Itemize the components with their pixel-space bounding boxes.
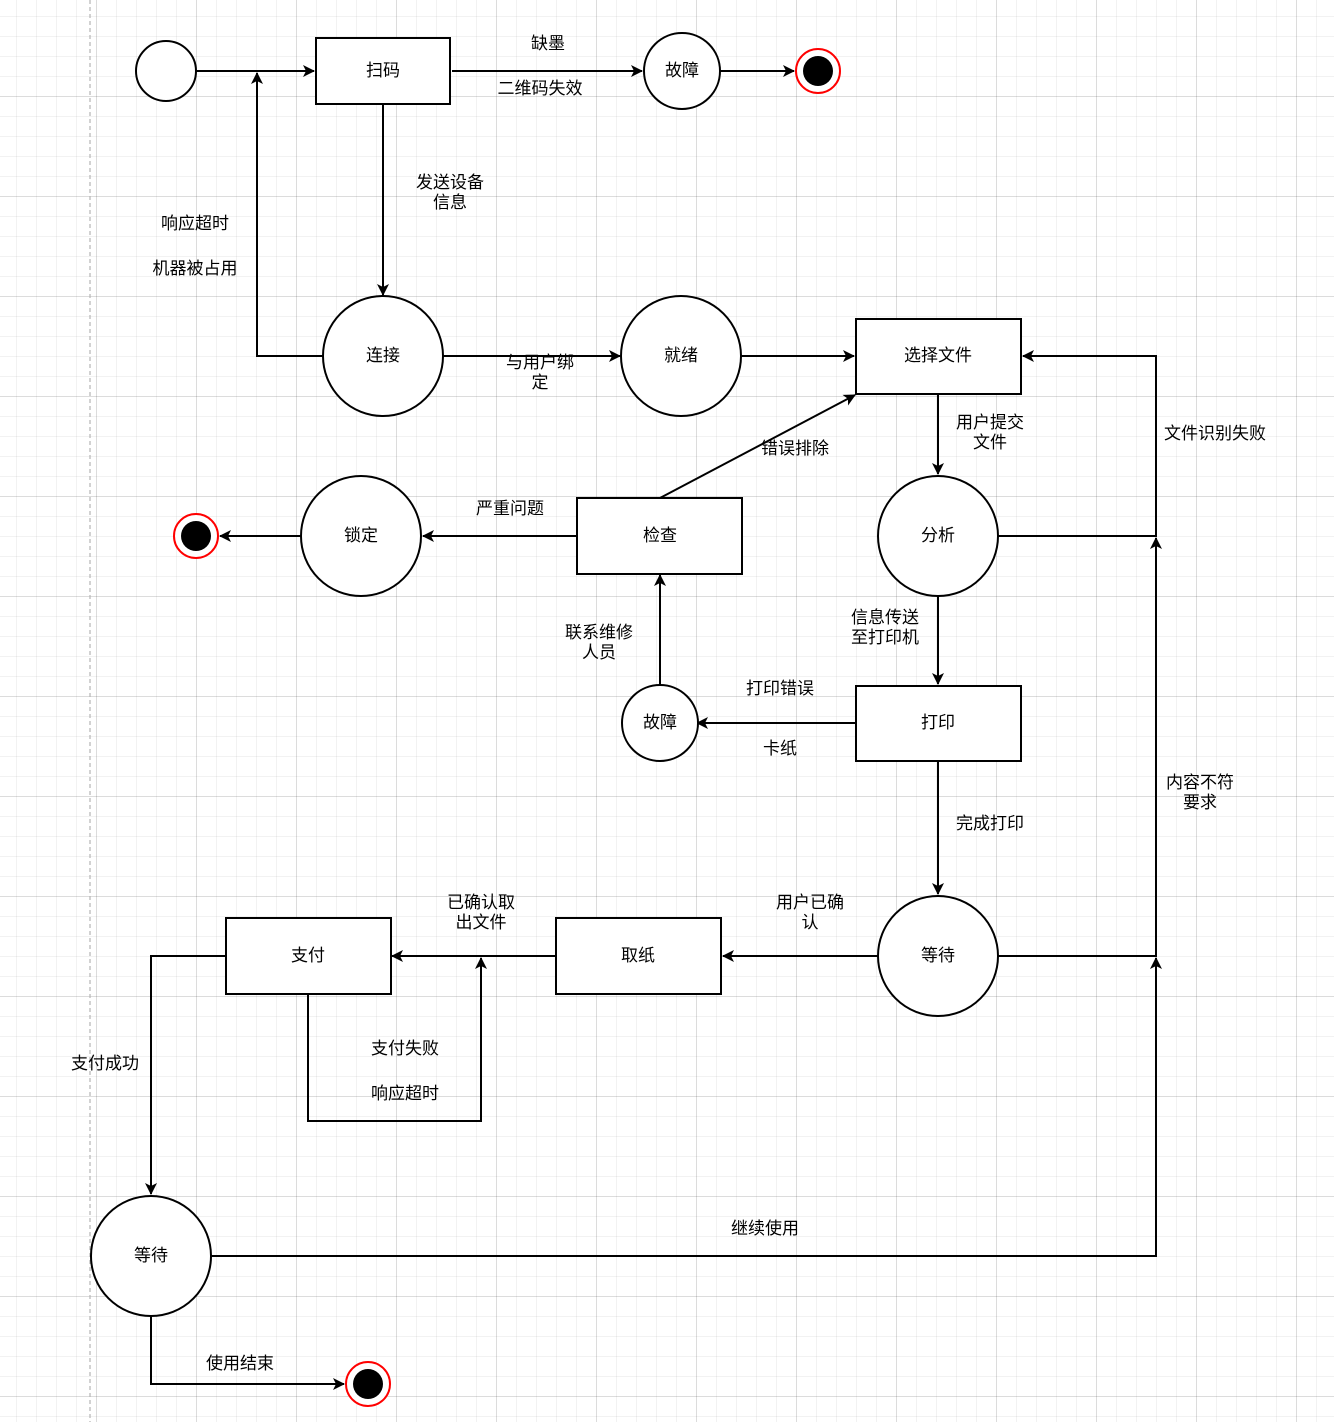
label-user-submit-file: 用户提交文件 bbox=[956, 413, 1024, 453]
state-connect[interactable]: 连接 bbox=[322, 295, 444, 417]
state-check[interactable]: 检查 bbox=[576, 497, 743, 575]
state-print[interactable]: 打印 bbox=[855, 685, 1022, 762]
state-wait-bottom[interactable]: 等待 bbox=[90, 1195, 212, 1317]
nodes: 扫码 故障 连接 就绪 选择文件 分析 bbox=[90, 32, 1022, 1407]
label-user-confirmed: 用户已确认 bbox=[776, 893, 844, 933]
state-fault-top-label: 故障 bbox=[665, 61, 699, 81]
edge-labels: 缺墨 二维码失效 发送设备信息 响应超时 机器被占用 与用户绑定 用户提交文件 … bbox=[71, 34, 1266, 1374]
edge-wait-to-analyze[interactable] bbox=[998, 537, 1162, 957]
state-ready-label: 就绪 bbox=[664, 346, 698, 366]
state-fault-top[interactable]: 故障 bbox=[643, 32, 721, 110]
state-lock[interactable]: 锁定 bbox=[300, 475, 422, 597]
state-ready[interactable]: 就绪 bbox=[620, 295, 742, 417]
state-check-label: 检查 bbox=[643, 526, 677, 546]
end-node-bottom-dot bbox=[353, 1369, 383, 1399]
label-paper-jam: 卡纸 bbox=[763, 739, 797, 759]
state-wait-mid-circle bbox=[877, 895, 999, 1017]
state-wait-mid-label: 等待 bbox=[921, 946, 955, 966]
state-scan-label: 扫码 bbox=[366, 61, 400, 81]
label-pay-success: 支付成功 bbox=[71, 1054, 139, 1074]
label-print-error: 打印错误 bbox=[746, 679, 814, 699]
state-connect-circle bbox=[322, 295, 444, 417]
edge-analyze-to-select[interactable] bbox=[998, 350, 1157, 537]
state-fault-mid-circle bbox=[621, 684, 699, 762]
state-scan-box bbox=[315, 37, 451, 105]
state-wait-bottom-circle bbox=[90, 1195, 212, 1317]
label-out-of-ink: 缺墨 bbox=[531, 34, 565, 54]
state-scan[interactable]: 扫码 bbox=[315, 37, 451, 105]
state-print-box bbox=[855, 685, 1022, 762]
label-qr-invalid: 二维码失效 bbox=[498, 79, 583, 99]
state-wait-bottom-label: 等待 bbox=[134, 1246, 168, 1266]
state-select-file-label: 选择文件 bbox=[904, 346, 972, 366]
edge-wait-to-end[interactable] bbox=[150, 1316, 345, 1390]
label-confirmed-take-file: 已确认取出文件 bbox=[447, 893, 515, 933]
state-pay-box bbox=[225, 917, 392, 995]
state-pay[interactable]: 支付 bbox=[225, 917, 392, 995]
label-print-done: 完成打印 bbox=[956, 814, 1024, 834]
start-node[interactable] bbox=[135, 40, 197, 102]
edge-pay-failed-loop[interactable] bbox=[307, 957, 487, 1122]
state-fault-top-circle bbox=[643, 32, 721, 110]
label-content-mismatch: 内容不符要求 bbox=[1166, 773, 1234, 813]
end-node-bottom[interactable] bbox=[345, 1361, 391, 1407]
state-ready-circle bbox=[620, 295, 742, 417]
state-select-file-box bbox=[855, 318, 1022, 395]
state-take-paper-box bbox=[555, 917, 722, 995]
state-select-file[interactable]: 选择文件 bbox=[855, 318, 1022, 395]
state-analyze[interactable]: 分析 bbox=[877, 475, 999, 597]
state-analyze-circle bbox=[877, 475, 999, 597]
label-send-device-info: 发送设备信息 bbox=[416, 173, 484, 213]
edge-check-to-select[interactable] bbox=[659, 394, 856, 499]
state-print-label: 打印 bbox=[921, 713, 955, 733]
label-machine-occupied: 机器被占用 bbox=[153, 259, 238, 279]
edges bbox=[145, 65, 1162, 1390]
state-fault-mid[interactable]: 故障 bbox=[621, 684, 699, 762]
end-node-top[interactable] bbox=[795, 48, 841, 94]
start-circle bbox=[135, 40, 197, 102]
edge-connect-to-scan-retry[interactable] bbox=[251, 72, 323, 357]
state-take-paper-label: 取纸 bbox=[621, 946, 655, 966]
state-lock-label: 锁定 bbox=[344, 526, 378, 546]
edge-pay-to-wait[interactable] bbox=[145, 955, 226, 1195]
label-serious-problem: 严重问题 bbox=[476, 499, 544, 519]
state-lock-circle bbox=[300, 475, 422, 597]
label-use-finished: 使用结束 bbox=[206, 1353, 274, 1374]
label-info-to-printer: 信息传送至打印机 bbox=[851, 608, 919, 648]
label-file-recognition-failed: 文件识别失败 bbox=[1164, 424, 1266, 444]
label-pay-timeout: 响应超时 bbox=[371, 1084, 439, 1104]
state-wait-mid[interactable]: 等待 bbox=[877, 895, 999, 1017]
end-node-mid-dot bbox=[181, 521, 211, 551]
end-node-top-dot bbox=[803, 56, 833, 86]
label-contact-repair: 联系维修人员 bbox=[565, 623, 633, 663]
label-response-timeout: 响应超时 bbox=[161, 214, 229, 234]
state-check-box bbox=[576, 497, 743, 575]
state-connect-label: 连接 bbox=[366, 346, 400, 366]
end-node-mid[interactable] bbox=[173, 513, 219, 559]
state-take-paper[interactable]: 取纸 bbox=[555, 917, 722, 995]
state-fault-mid-label: 故障 bbox=[643, 713, 677, 733]
state-pay-label: 支付 bbox=[291, 946, 325, 966]
label-pay-failed: 支付失败 bbox=[371, 1039, 439, 1059]
state-analyze-label: 分析 bbox=[921, 526, 955, 546]
edge-wait-continue[interactable] bbox=[211, 957, 1162, 1257]
label-bind-user: 与用户绑定 bbox=[506, 353, 574, 393]
label-continue-use: 继续使用 bbox=[731, 1218, 799, 1239]
label-troubleshoot: 错误排除 bbox=[761, 439, 829, 459]
